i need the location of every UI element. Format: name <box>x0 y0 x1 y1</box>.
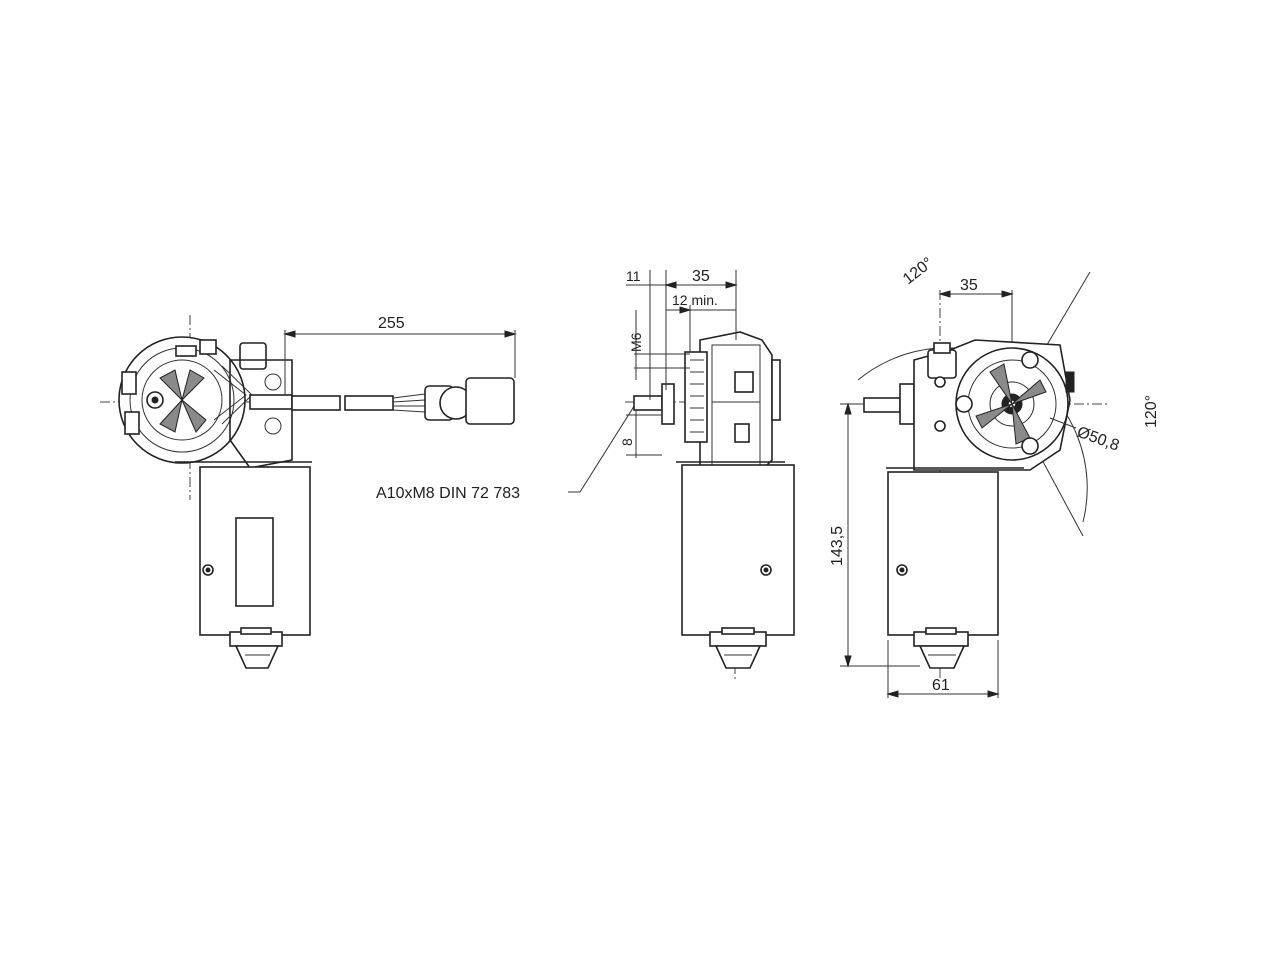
dim-35-right-label: 35 <box>960 277 978 294</box>
dim-255-label: 255 <box>378 315 405 332</box>
dim-8-label: 8 <box>619 438 635 446</box>
dim-143-label: 143,5 <box>829 526 846 566</box>
shaft-callout: A10xM8 DIN 72 783 <box>376 402 637 502</box>
shaft-spec-label: A10xM8 DIN 72 783 <box>376 485 520 502</box>
middle-dimensions: 11 35 12 min. M6 8 <box>619 268 738 458</box>
dim-61-label: 61 <box>932 677 950 694</box>
angle-top-label: 120° <box>900 254 937 288</box>
angle-right-label: 120° <box>1143 395 1160 428</box>
dim-11-label: 11 <box>626 268 641 284</box>
dim-255: 255 <box>283 315 517 395</box>
dim-12min-label: 12 min. <box>672 292 718 308</box>
dim-m6-label: M6 <box>628 332 644 352</box>
dim-35-side-label: 35 <box>692 268 710 285</box>
left-view <box>100 315 515 669</box>
right-view <box>840 271 1110 680</box>
middle-view <box>625 331 795 680</box>
